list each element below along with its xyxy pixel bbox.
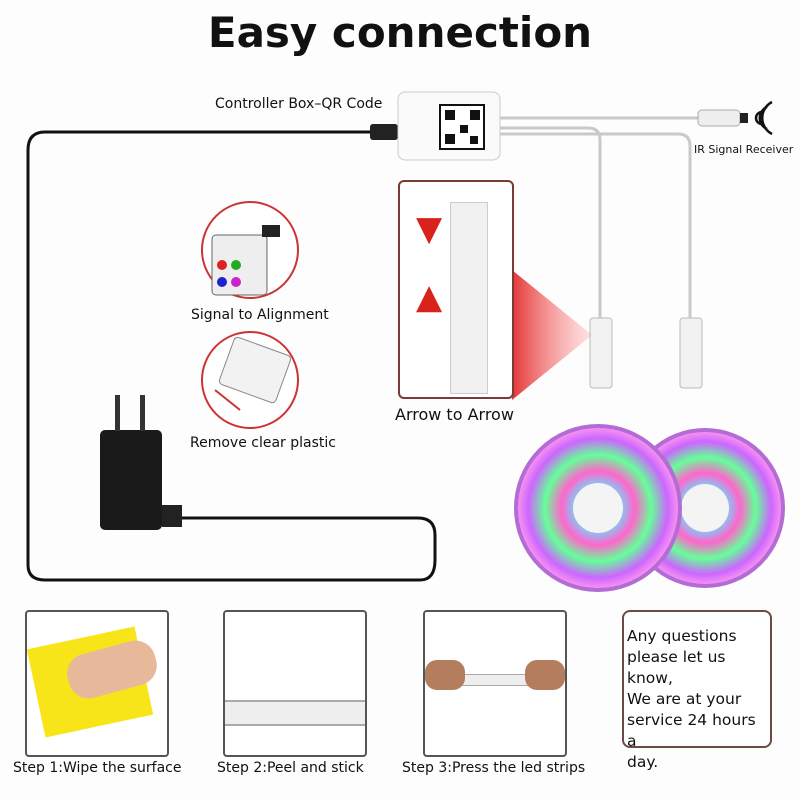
dc-plug bbox=[370, 124, 398, 140]
wireless-signal-icon bbox=[754, 100, 773, 136]
finger-left bbox=[425, 660, 465, 690]
connector-1 bbox=[589, 317, 613, 389]
zoom-beam bbox=[512, 270, 592, 400]
step-2-image bbox=[223, 610, 367, 757]
support-line: Any questions bbox=[627, 627, 737, 645]
arrow-to-arrow-label: Arrow to Arrow bbox=[395, 405, 514, 424]
arrow-up-icon: ▲ bbox=[416, 277, 443, 317]
support-line: please let us know, bbox=[627, 648, 726, 687]
page-title: Easy connection bbox=[207, 8, 593, 57]
ir-receiver-head bbox=[697, 109, 741, 127]
step-1-image bbox=[25, 610, 169, 757]
step-1-label: Step 1:Wipe the surface bbox=[13, 760, 182, 776]
support-note: Any questions please let us know, We are… bbox=[622, 610, 772, 771]
signal-alignment-label: Signal to Alignment bbox=[191, 307, 329, 323]
support-line: service 24 hours a bbox=[627, 711, 756, 750]
support-line: day. bbox=[627, 753, 659, 771]
step-2-label: Step 2:Peel and stick bbox=[217, 760, 364, 776]
power-cable bbox=[26, 130, 437, 582]
arrow-down-icon: ▼ bbox=[416, 209, 443, 249]
strip-cable-1 bbox=[500, 126, 602, 318]
strip-cable-2 bbox=[500, 132, 692, 318]
step-3-image bbox=[423, 610, 567, 757]
arrow-alignment-panel: ▼ ▲ bbox=[398, 180, 514, 399]
finger-right bbox=[525, 660, 565, 690]
step-3-label: Step 3:Press the led strips bbox=[402, 760, 586, 776]
remove-plastic-label: Remove clear plastic bbox=[190, 435, 336, 451]
support-line: We are at your bbox=[627, 690, 742, 708]
connector-2 bbox=[679, 317, 703, 389]
power-adapter bbox=[100, 430, 162, 530]
led-strip-end bbox=[450, 202, 488, 394]
ir-receiver-label: IR Signal Receiver bbox=[694, 143, 794, 156]
controller-label: Controller Box–QR Code bbox=[215, 96, 383, 112]
strip bbox=[225, 700, 365, 726]
